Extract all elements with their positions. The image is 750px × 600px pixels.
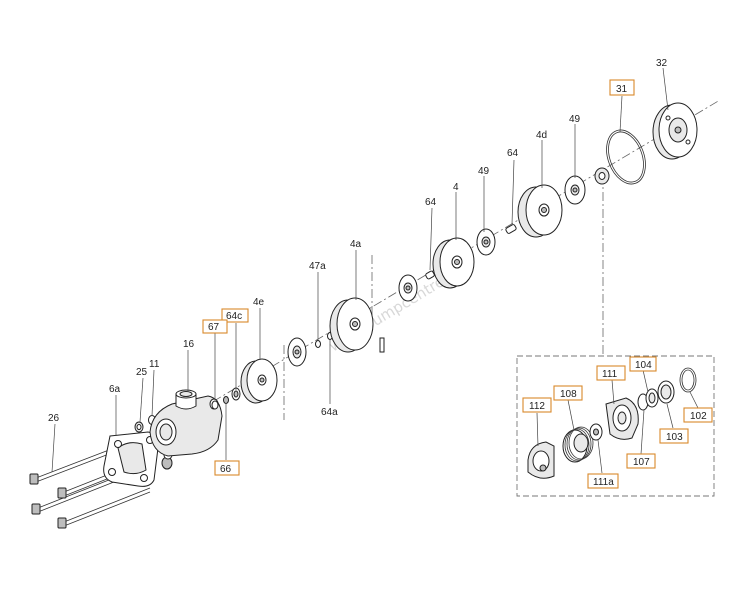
diffuser-plate <box>287 337 307 367</box>
stage-4a <box>329 297 385 353</box>
label-32: 32 <box>656 58 668 69</box>
base-plate-6a <box>103 431 159 487</box>
label-64-upper: 64 <box>507 148 519 159</box>
impeller-49-upper <box>564 175 586 205</box>
spacer-64a <box>505 224 517 234</box>
label-49-lower: 49 <box>478 166 490 177</box>
label-boxes <box>202 79 713 489</box>
o-ring-67 <box>211 400 219 410</box>
label-6a: 6a <box>109 384 121 395</box>
label-64c: 64c <box>226 311 242 322</box>
spring-108 <box>562 426 594 463</box>
label-4e: 4e <box>253 297 265 308</box>
ring-103 <box>657 380 675 404</box>
label-64-lower: 64 <box>425 197 437 208</box>
label-107: 107 <box>633 457 650 468</box>
ring-104 <box>645 388 659 408</box>
label-67: 67 <box>208 322 220 333</box>
seal-ring-111a <box>589 423 603 441</box>
spacer-47a <box>315 340 321 348</box>
impeller-49-lower <box>476 228 496 256</box>
stage-4d <box>517 184 563 238</box>
label-112: 112 <box>529 401 545 412</box>
stage-4 <box>432 237 475 289</box>
label-66: 66 <box>220 464 232 475</box>
pump-housing-16 <box>149 389 223 457</box>
spacer-64b <box>425 270 435 280</box>
label-108: 108 <box>560 389 577 400</box>
label-103: 103 <box>666 432 683 443</box>
detail-frame <box>516 355 715 497</box>
impeller-small <box>398 274 418 302</box>
seal-housing-111 <box>605 397 639 440</box>
label-31: 31 <box>616 84 628 95</box>
label-26: 26 <box>48 413 60 424</box>
label-4: 4 <box>453 182 459 193</box>
nut <box>594 167 610 185</box>
label-4d: 4d <box>536 130 547 141</box>
label-104: 104 <box>635 360 652 371</box>
label-102: 102 <box>690 411 707 422</box>
label-64a: 64a <box>321 407 338 418</box>
o-ring-102 <box>679 367 697 393</box>
label-49-upper: 49 <box>569 114 581 125</box>
label-47a: 47a <box>309 261 326 272</box>
o-ring-31 <box>606 129 646 185</box>
label-16: 16 <box>183 339 195 350</box>
impeller-4e <box>240 358 278 404</box>
top-cover-32 <box>652 102 698 160</box>
bolts-26 <box>29 444 151 529</box>
seal-66 <box>223 396 229 404</box>
center-axis <box>139 99 721 446</box>
label-111: 111 <box>602 369 618 380</box>
leader-lines <box>51 67 699 474</box>
bolt-25 <box>134 421 144 433</box>
label-4a: 4a <box>350 239 362 250</box>
seal-part-112 <box>527 441 555 479</box>
label-25: 25 <box>136 367 148 378</box>
label-11: 11 <box>149 359 160 370</box>
ring-64c <box>231 387 241 401</box>
label-111a: 111a <box>593 477 614 488</box>
